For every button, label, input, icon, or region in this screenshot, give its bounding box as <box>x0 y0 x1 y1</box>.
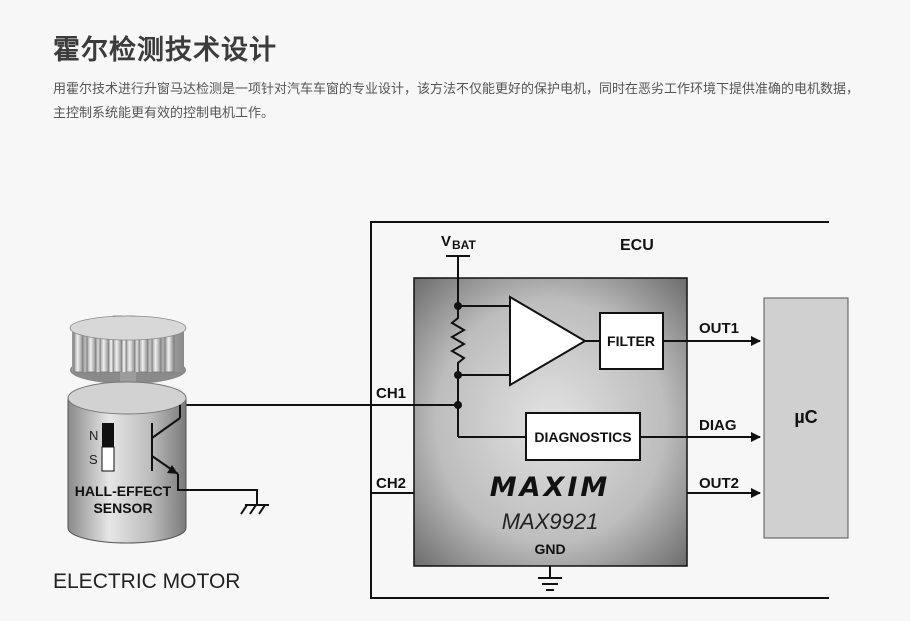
out1-label: OUT1 <box>699 320 739 337</box>
diag-label: DIAG <box>699 417 737 434</box>
sensor-label-line2: SENSOR <box>93 500 152 516</box>
vbat-subscript: BAT <box>452 238 476 252</box>
ch2-label: CH2 <box>376 475 406 492</box>
magnet-n-label: N <box>89 428 98 443</box>
microcontroller-label: µC <box>794 407 817 427</box>
filter-label: FILTER <box>607 333 655 349</box>
magnet-s-label: S <box>89 452 98 467</box>
diagnostics-label: DIAGNOSTICS <box>534 429 631 445</box>
comparator-triangle <box>509 295 587 387</box>
out2-label: OUT2 <box>699 475 739 492</box>
microcontroller-block <box>763 297 849 539</box>
motor-label: ELECTRIC MOTOR <box>53 570 240 593</box>
page-title: 霍尔检测技术设计 <box>53 35 277 66</box>
chip-part-number: MAX9921 <box>502 509 599 534</box>
sensor-ground-icon <box>240 504 269 515</box>
vbat-label: V <box>441 233 451 250</box>
ecu-label: ECU <box>620 237 654 254</box>
magnet-north <box>102 423 114 447</box>
magnet-south <box>101 446 115 472</box>
diagnostics-block <box>525 412 641 461</box>
page-description: 用霍尔技术进行升窗马达检测是一项针对汽车车窗的专业设计，该方法不仅能更好的保护电… <box>53 82 860 121</box>
ecu-boundary <box>370 221 829 599</box>
maxim-logo: MAXIM <box>490 472 611 503</box>
resistor <box>450 306 466 375</box>
gnd-label: GND <box>534 541 565 557</box>
sensor-label-line1: HALL-EFFECT <box>75 483 172 499</box>
filter-block <box>599 312 664 370</box>
ch1-label: CH1 <box>376 385 406 402</box>
